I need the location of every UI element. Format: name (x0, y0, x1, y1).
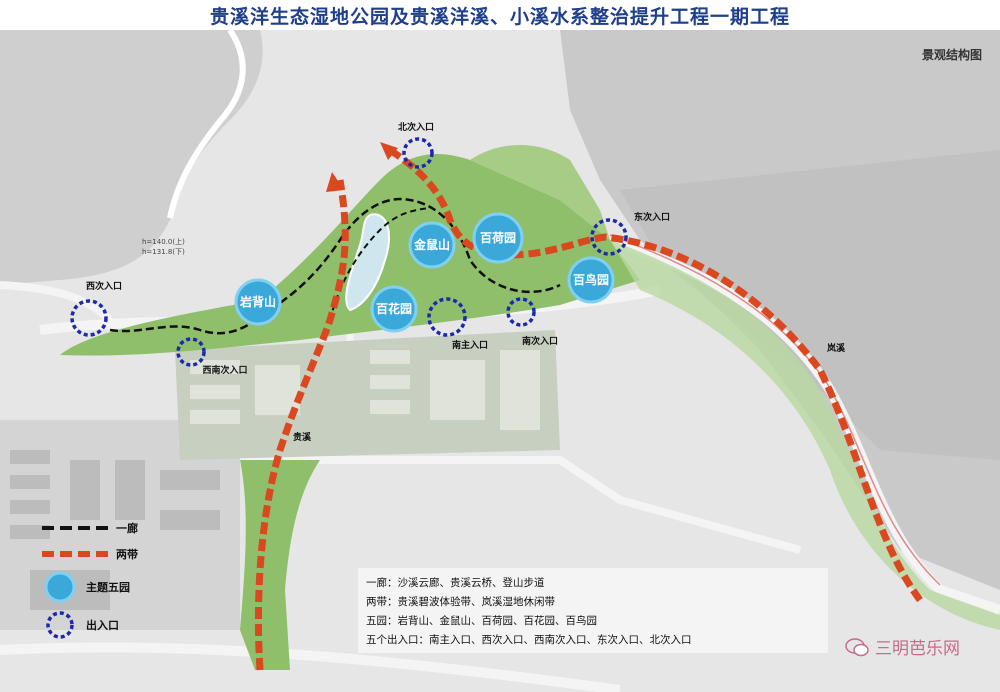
legend-row-gardens: 主题五园 (40, 570, 130, 604)
wetland-park (60, 154, 640, 356)
label-east-entrance: 东次入口 (634, 211, 670, 223)
label-southwest-entrance: 西南次入口 (202, 364, 247, 376)
lanxi-green-belt (610, 240, 1000, 630)
garden-label-yanbeishan: 岩背山 (239, 294, 276, 309)
title-bar: 贵溪洋生态湿地公园及贵溪洋溪、小溪水系整治提升工程一期工程 (0, 0, 1000, 30)
legend-entrance-swatch (46, 611, 74, 639)
legend-belts-label: 两带 (116, 548, 138, 561)
entrance-north (402, 137, 434, 169)
note-entrances: 五个出入口：南主入口、西次入口、西南次入口、东次入口、北次入口 (366, 634, 692, 646)
label-south-entrance: 南次入口 (522, 335, 558, 347)
garden-yanbeishan: 岩背山 (234, 278, 282, 326)
guixi-belt (254, 179, 349, 671)
garden-label-baihe: 百荷园 (480, 230, 516, 245)
label-west-entrance: 西次入口 (86, 280, 122, 292)
entrance-west (70, 299, 108, 337)
garden-baihua: 百花园 (370, 285, 418, 333)
site-map: 岩背山 金鼠山 百荷园 百花园 百鸟园 北次入口 东次入口 (0, 30, 1000, 692)
map-subtitle: 景观结构图 (921, 48, 982, 62)
elevation-upper: h=140.0(上) (142, 237, 185, 246)
hillside-shade (620, 150, 1000, 460)
entrance-south-main (427, 297, 467, 337)
structure-notes: 一廊：沙溪云廊、贵溪云桥、登山步道 两带：贵溪碧波体验带、岚溪湿地休闲带 五园：… (366, 574, 806, 650)
guixi-belt-arrow (326, 172, 344, 192)
page-title: 贵溪洋生态湿地公园及贵溪洋溪、小溪水系整治提升工程一期工程 (209, 5, 790, 28)
road-west (0, 281, 113, 323)
garden-bainiao: 百鸟园 (567, 256, 615, 304)
legend-corridor-label: 一廊 (116, 522, 138, 535)
lanxi-belt-arrow (380, 142, 398, 160)
garden-label-jinshushan: 金鼠山 (413, 237, 450, 252)
lanxi-boundary (609, 234, 941, 586)
building-group-west (10, 450, 220, 610)
legend-row-belts: 两带 (40, 546, 138, 562)
label-north-entrance: 北次入口 (398, 121, 434, 133)
lake-shore-road (167, 30, 246, 219)
legend-gardens-label: 主题五园 (86, 581, 130, 594)
legend-garden-swatch (44, 571, 76, 603)
legend-corridor-swatch (42, 526, 108, 530)
wechat-icon (845, 637, 869, 656)
entrance-markers (70, 137, 628, 367)
label-south-main-entrance: 南主入口 (452, 339, 488, 351)
note-belts: 两带：贵溪碧波体验带、岚溪湿地休闲带 (366, 596, 555, 608)
watermark-text: 三明芭乐网 (875, 639, 960, 659)
entrance-south (506, 297, 536, 327)
park-pond (345, 213, 390, 312)
legend-belt-swatch (42, 551, 108, 557)
label-lanxi: 岚溪 (827, 342, 846, 354)
entrance-southwest (176, 337, 206, 367)
watermark: 三明芭乐网 (845, 634, 960, 659)
legend-entrances-label: 出入口 (86, 619, 119, 632)
label-guixi: 贵溪 (293, 431, 312, 443)
garden-jinshushan: 金鼠山 (408, 221, 456, 269)
entrance-east (590, 218, 628, 256)
note-corridor: 一廊：沙溪云廊、贵溪云桥、登山步道 (366, 577, 545, 589)
residential-buildings (190, 350, 540, 430)
notes-background (358, 568, 828, 653)
lake (0, 30, 263, 285)
lanxi-belt (388, 147, 923, 603)
garden-baihe: 百荷园 (472, 212, 524, 264)
legend-row-corridor: 一廊 (40, 520, 138, 536)
elevation-lower: h=131.8(下) (142, 248, 185, 256)
garden-label-baihua: 百花园 (376, 301, 412, 316)
garden-label-bainiao: 百鸟园 (573, 272, 609, 287)
road-lower (240, 456, 802, 554)
corridor-path-main (109, 197, 561, 335)
park-north-area (470, 145, 610, 240)
road-bottom (0, 642, 621, 692)
note-gardens: 五园：岩背山、金鼠山、百荷园、百花园、百鸟园 (366, 615, 597, 627)
legend-row-entrances: 出入口 (40, 608, 119, 642)
